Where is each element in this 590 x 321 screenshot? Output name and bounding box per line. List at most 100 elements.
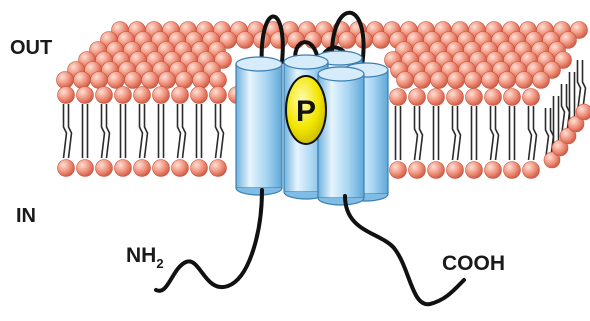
lipid-head bbox=[171, 86, 189, 104]
lipid-head bbox=[498, 71, 516, 89]
c-terminus-label: COOH bbox=[442, 252, 505, 275]
lipid-head bbox=[522, 88, 540, 106]
lipid-tail bbox=[143, 104, 149, 159]
lipid-head bbox=[133, 86, 151, 104]
lipid-head bbox=[192, 71, 210, 89]
helix-5 bbox=[317, 66, 365, 206]
ligand-p: P bbox=[285, 75, 327, 145]
lipid-tail bbox=[418, 106, 424, 161]
lipid-tail bbox=[138, 104, 144, 159]
lipid-tail bbox=[576, 60, 582, 113]
lipid-head bbox=[338, 31, 356, 49]
lipid-head bbox=[567, 115, 585, 133]
lipid-head bbox=[236, 31, 254, 49]
n-terminal-chain bbox=[154, 188, 264, 293]
helix-1 bbox=[235, 56, 283, 196]
lipid-head bbox=[141, 71, 159, 89]
lipid-head bbox=[76, 159, 94, 177]
lipid-head bbox=[465, 161, 483, 179]
lipid-head bbox=[56, 71, 74, 89]
lipid-head bbox=[464, 71, 482, 89]
lipid-head bbox=[152, 159, 170, 177]
lipid-head bbox=[543, 151, 561, 169]
lipid-head bbox=[209, 71, 227, 89]
lipid-head bbox=[551, 139, 569, 157]
lipid-head bbox=[503, 88, 521, 106]
lipid-tail bbox=[532, 106, 538, 161]
lipid-head bbox=[554, 51, 572, 69]
lipid-head bbox=[447, 71, 465, 89]
lipid-head bbox=[559, 31, 577, 49]
lipid-head bbox=[190, 86, 208, 104]
cytoplasmic-chains bbox=[154, 188, 466, 307]
lipid-head bbox=[446, 161, 464, 179]
lipid-heads bbox=[56, 21, 590, 179]
lipid-head bbox=[465, 88, 483, 106]
lipid-tail bbox=[214, 104, 220, 159]
lipid-tail bbox=[100, 104, 106, 159]
lipid-head bbox=[107, 71, 125, 89]
lipid-head bbox=[389, 88, 407, 106]
lipid-head bbox=[372, 31, 390, 49]
lipid-head bbox=[95, 86, 113, 104]
lipid-head bbox=[503, 161, 521, 179]
lipid-head bbox=[408, 88, 426, 106]
lipid-head bbox=[515, 71, 533, 89]
lipid-head bbox=[209, 86, 227, 104]
lipid-head bbox=[175, 71, 193, 89]
lipid-tail bbox=[456, 106, 462, 161]
lipid-head bbox=[133, 159, 151, 177]
lipid-tail bbox=[413, 106, 419, 161]
lipid-tail bbox=[544, 108, 550, 161]
lipid-tail bbox=[489, 106, 495, 161]
lipid-tail bbox=[581, 60, 587, 113]
lipid-tail bbox=[494, 106, 500, 161]
lipid-head bbox=[427, 161, 445, 179]
lipid-head bbox=[158, 71, 176, 89]
lipid-head bbox=[413, 71, 431, 89]
lipid-head bbox=[90, 71, 108, 89]
lipid-head bbox=[190, 159, 208, 177]
lipid-tail bbox=[176, 104, 182, 159]
lipid-tail bbox=[181, 104, 187, 159]
lipid-tails bbox=[62, 60, 587, 161]
lipid-tail bbox=[62, 104, 68, 159]
lipid-head bbox=[152, 86, 170, 104]
lipid-tail bbox=[527, 106, 533, 161]
lipid-head bbox=[57, 86, 75, 104]
lipid-head bbox=[114, 159, 132, 177]
out-label: OUT bbox=[10, 37, 52, 59]
lipid-head bbox=[543, 61, 561, 79]
lipid-head bbox=[57, 159, 75, 177]
lipid-head bbox=[171, 159, 189, 177]
lipid-head bbox=[114, 86, 132, 104]
lipid-head bbox=[396, 71, 414, 89]
lipid-head bbox=[214, 51, 232, 69]
lipid-head bbox=[76, 86, 94, 104]
lipid-head bbox=[95, 159, 113, 177]
lipid-tail bbox=[219, 104, 225, 159]
lipid-head bbox=[427, 88, 445, 106]
lipid-head bbox=[270, 31, 288, 49]
lipid-head bbox=[559, 127, 577, 145]
ligand-label: P bbox=[296, 95, 316, 128]
lipid-head bbox=[570, 21, 588, 39]
lipid-tail bbox=[560, 84, 566, 137]
lipid-head bbox=[522, 161, 540, 179]
c-terminal-chain bbox=[343, 194, 466, 307]
lipid-head bbox=[408, 161, 426, 179]
lipid-head bbox=[446, 88, 464, 106]
lipid-head bbox=[209, 159, 227, 177]
lipid-head bbox=[73, 71, 91, 89]
lipid-head bbox=[484, 88, 502, 106]
lipid-head bbox=[430, 71, 448, 89]
lipid-tail bbox=[451, 106, 457, 161]
lipid-head bbox=[481, 71, 499, 89]
lipid-head bbox=[575, 103, 590, 121]
lipid-head bbox=[389, 161, 407, 179]
lipid-tail bbox=[105, 104, 111, 159]
lipid-tail bbox=[67, 104, 73, 159]
lipid-head bbox=[124, 71, 142, 89]
in-label: IN bbox=[16, 205, 36, 227]
